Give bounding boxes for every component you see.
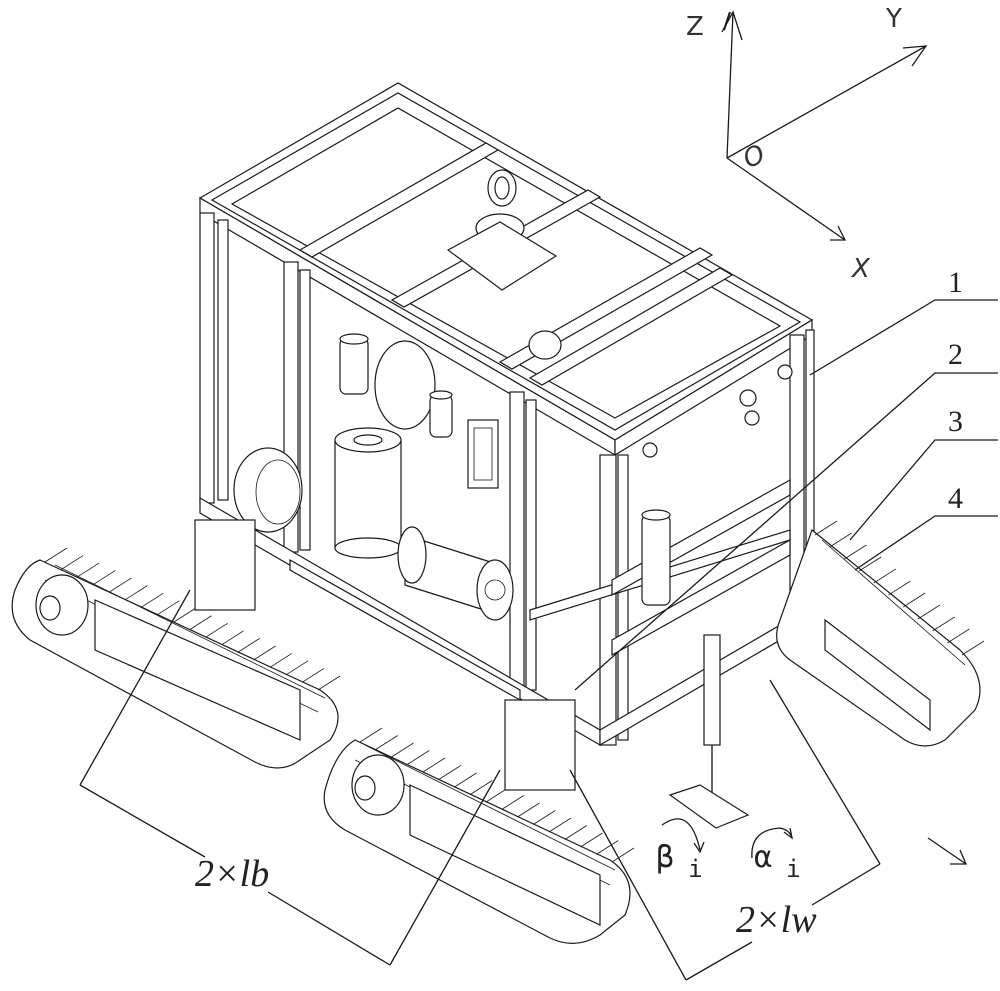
z-axis-label: Z: [686, 12, 704, 42]
part-label-1: 1: [948, 266, 963, 299]
grouser-bar: [173, 607, 196, 623]
grouser-bar: [422, 757, 446, 773]
beta-subscript: i: [688, 855, 703, 883]
grouser-bar: [76, 562, 100, 578]
y-axis-arrow: [902, 45, 928, 67]
grouser-bar: [391, 742, 414, 758]
grouser-bar: [205, 622, 228, 638]
grouser-bar: [375, 735, 398, 750]
z-axis: [726, 11, 734, 159]
part-label-2: 2: [948, 338, 963, 371]
grouser-bar: [407, 750, 430, 765]
track-front-right: [323, 739, 631, 944]
y-axis-label: Y: [886, 4, 902, 34]
grouser-bar: [92, 570, 116, 585]
x-axis-label: X: [852, 254, 870, 284]
grouser-bar: [829, 532, 852, 548]
grouser-bar: [947, 628, 970, 644]
grouser-bar: [888, 580, 911, 596]
grouser-bar: [844, 544, 867, 560]
thruster-duct: [233, 447, 303, 533]
dimension-lb-label: 2×lb: [195, 853, 270, 895]
grouser-bar: [438, 765, 461, 780]
alpha-rotation-arrow: [751, 827, 793, 859]
grouser-bar: [157, 600, 180, 616]
part-label-3: 3: [948, 405, 963, 438]
grouser-bar: [359, 727, 383, 743]
part-label-4: 4: [948, 482, 963, 515]
grouser-bar: [285, 660, 309, 676]
grouser-bar: [501, 795, 524, 810]
leader-lines: [574, 299, 998, 691]
grouser-bar: [237, 638, 260, 653]
grouser-bar: [517, 802, 540, 818]
grouser-bar: [269, 653, 293, 668]
grouser-bar: [533, 810, 556, 825]
grouser-bar: [109, 577, 132, 593]
grouser-bar: [141, 592, 164, 608]
grouser-bar: [301, 668, 325, 683]
grouser-bar: [917, 604, 941, 620]
lifting-eye: [446, 169, 558, 291]
grouser-bar: [253, 645, 276, 661]
grouser-bar: [317, 675, 341, 691]
grouser-bar: [814, 520, 838, 536]
y-axis: [726, 45, 927, 159]
grouser-bar: [873, 568, 897, 584]
alpha-subscript: i: [786, 855, 801, 883]
alpha-symbol: α: [754, 840, 773, 875]
grouser-bar: [485, 787, 509, 803]
grouser-bar: [221, 630, 244, 646]
grouser-bar: [44, 547, 68, 563]
leader-1: [809, 299, 998, 376]
grouser-bar: [470, 780, 493, 795]
grouser-bar: [932, 616, 955, 632]
track-grousers: [44, 520, 985, 863]
beta-symbol: β: [656, 840, 675, 875]
beta-rotation-arrow: [661, 818, 701, 851]
grouser-bar: [125, 585, 148, 600]
grouser-bar: [961, 640, 985, 656]
grouser-bar: [596, 840, 619, 855]
leader-3: [849, 439, 998, 541]
grouser-bar: [858, 556, 882, 572]
coordinate-axes: [721, 10, 928, 241]
dimension-lb: [79, 589, 501, 966]
grouser-bar: [902, 592, 926, 608]
track-rear-right: [776, 528, 981, 747]
grouser-bar: [548, 817, 572, 833]
grouser-bar: [454, 772, 477, 788]
x-axis-arrow: [830, 225, 847, 241]
support-leg: [504, 634, 750, 829]
grouser-bar: [611, 847, 635, 863]
dimension-lw: [569, 679, 881, 981]
internal-equipment: [194, 330, 793, 621]
dimension-lw-label: 2×lw: [736, 899, 817, 941]
grouser-bar: [60, 555, 84, 570]
grouser-bar: [580, 832, 603, 848]
track-front-left: [11, 559, 339, 769]
x-axis: [726, 157, 846, 241]
grouser-bar: [189, 615, 212, 631]
travel-direction-arrow: [927, 837, 967, 865]
leader-4: [854, 515, 998, 571]
leader-2: [574, 372, 998, 691]
grouser-bar: [564, 825, 587, 840]
